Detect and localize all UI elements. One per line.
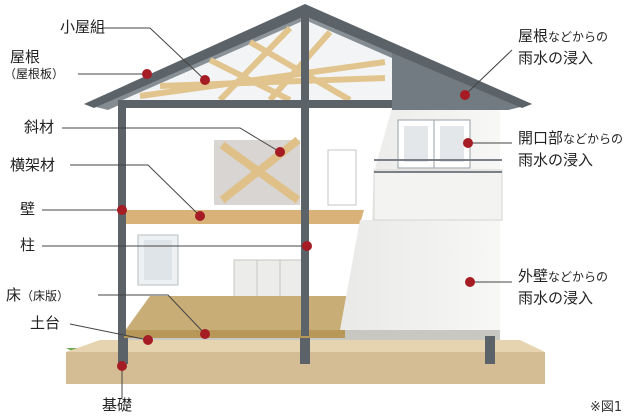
marker-dots (117, 69, 475, 371)
label-roof-rain: 屋根などからの 雨水の浸入 (518, 26, 608, 69)
label-yuka: 床 (6, 286, 22, 304)
label-kiso: 基礎 (102, 396, 133, 414)
label-dodai: 土台 (30, 314, 61, 332)
label-yukaban: （床版） (21, 289, 70, 303)
label-yuka-group: 床（床版） (6, 287, 69, 303)
label-yokokasezai: 横架材 (10, 156, 56, 174)
roof-truss (139, 25, 386, 103)
label-roof-rain-b: などからの (548, 30, 609, 44)
label-koyagumi: 小屋組 (60, 18, 106, 36)
label-opening-rain-a: 開口部 (518, 129, 564, 147)
floor-slab (124, 210, 364, 224)
label-roof-rain-c: 雨水の浸入 (518, 49, 594, 67)
label-roof-rain-a: 屋根 (518, 27, 549, 45)
structure-frame (84, 4, 532, 336)
label-opening-rain: 開口部などからの 雨水の浸入 (518, 128, 623, 171)
label-yaneita: （屋根板） (4, 67, 65, 81)
label-opening-rain-c: 雨水の浸入 (518, 151, 594, 169)
window-interior (137, 234, 179, 286)
diagonal-brace (219, 136, 301, 204)
label-wall-rain-a: 外壁 (518, 267, 549, 285)
balcony (374, 159, 502, 173)
figure-note: ※図1 (590, 400, 623, 415)
label-hashira: 柱 (20, 236, 36, 254)
label-wall-rain-b: などからの (548, 270, 609, 284)
label-wall-rain-c: 雨水の浸入 (518, 289, 594, 307)
label-kabe: 壁 (20, 200, 36, 218)
ground-floor (124, 296, 350, 332)
label-opening-rain-b: などからの (563, 132, 624, 146)
ground (66, 340, 545, 384)
label-yane: 屋根 (10, 48, 41, 66)
label-wall-rain: 外壁などからの 雨水の浸入 (518, 266, 608, 309)
leader-lines (42, 27, 513, 398)
label-shazai: 斜材 (24, 118, 55, 136)
kitchen (233, 259, 305, 299)
